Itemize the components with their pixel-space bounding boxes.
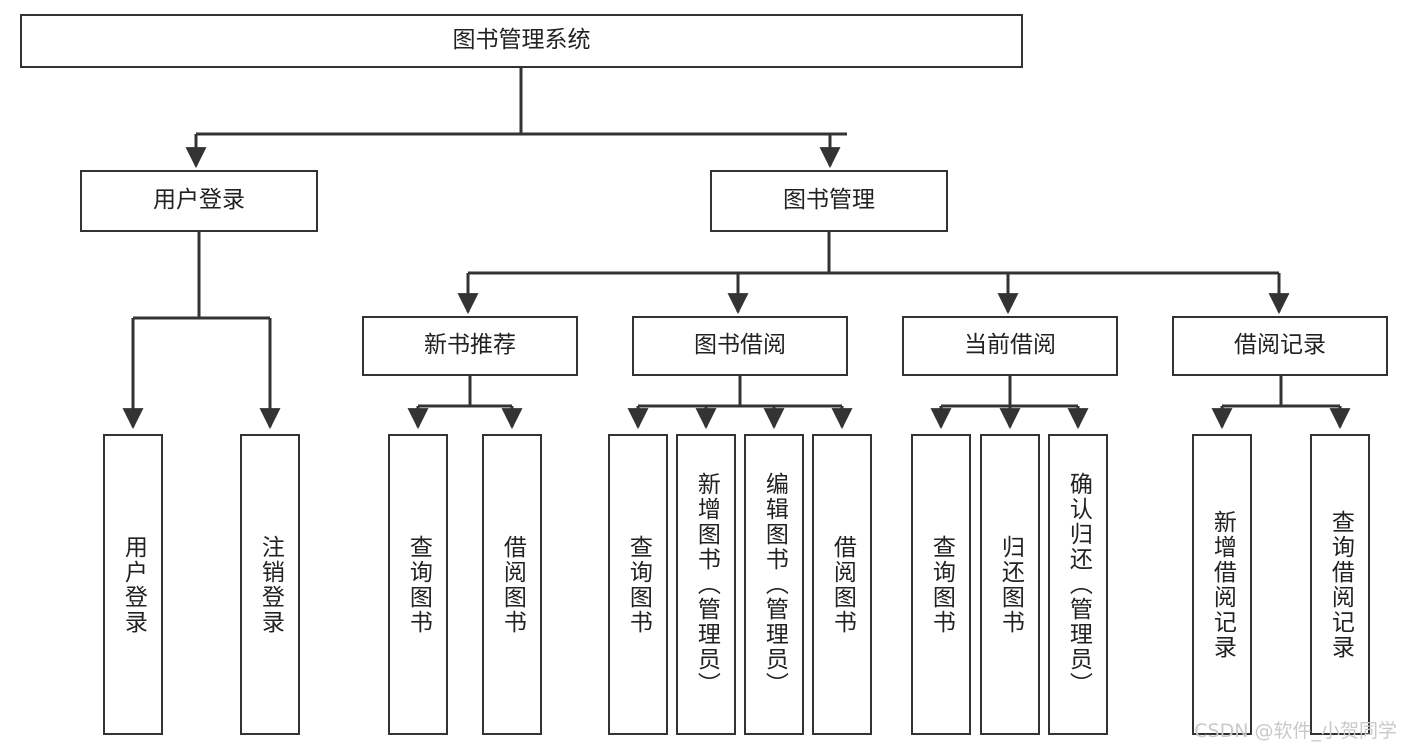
node-label: 图书管理系统 — [452, 27, 591, 54]
leaf-return-book[interactable]: 归还图书 — [980, 434, 1040, 735]
node-label: 查询图书 — [625, 534, 652, 635]
node-label: 注销登录 — [257, 534, 284, 635]
node-book-borrow[interactable]: 图书借阅 — [632, 316, 848, 376]
leaf-add-book-admin[interactable]: 新增图书（管理员） — [676, 434, 736, 735]
node-label: 查询图书 — [928, 534, 955, 635]
node-root-book-management-system[interactable]: 图书管理系统 — [20, 14, 1023, 68]
leaf-logout[interactable]: 注销登录 — [240, 434, 300, 735]
node-label: 编辑图书（管理员） — [761, 472, 788, 697]
leaf-confirm-return-admin[interactable]: 确认归还（管理员） — [1048, 434, 1108, 735]
node-label: 查询图书 — [405, 534, 432, 635]
node-book-management[interactable]: 图书管理 — [710, 170, 948, 232]
node-label: 归还图书 — [997, 534, 1024, 635]
node-label: 用户登录 — [120, 534, 147, 635]
node-label: 借阅图书 — [499, 534, 526, 635]
node-label: 借阅图书 — [829, 534, 856, 635]
node-label: 图书管理 — [783, 187, 875, 214]
node-label: 确认归还（管理员） — [1065, 472, 1092, 697]
leaf-borrow-book[interactable]: 借阅图书 — [812, 434, 872, 735]
node-label: 新增借阅记录 — [1209, 509, 1236, 660]
node-borrow-record[interactable]: 借阅记录 — [1172, 316, 1388, 376]
leaf-query-book-newbook[interactable]: 查询图书 — [388, 434, 448, 735]
leaf-query-borrow-record[interactable]: 查询借阅记录 — [1310, 434, 1370, 735]
node-label: 图书借阅 — [694, 332, 786, 359]
node-label: 查询借阅记录 — [1327, 509, 1354, 660]
node-label: 借阅记录 — [1234, 332, 1326, 359]
leaf-edit-book-admin[interactable]: 编辑图书（管理员） — [744, 434, 804, 735]
node-label: 新书推荐 — [424, 332, 516, 359]
leaf-add-borrow-record[interactable]: 新增借阅记录 — [1192, 434, 1252, 735]
node-new-book-recommend[interactable]: 新书推荐 — [362, 316, 578, 376]
leaf-query-book-borrow[interactable]: 查询图书 — [608, 434, 668, 735]
node-label: 当前借阅 — [964, 332, 1056, 359]
leaf-borrow-book-newbook[interactable]: 借阅图书 — [482, 434, 542, 735]
node-current-borrow[interactable]: 当前借阅 — [902, 316, 1118, 376]
node-user-login[interactable]: 用户登录 — [80, 170, 318, 232]
leaf-query-book-current[interactable]: 查询图书 — [911, 434, 971, 735]
node-label: 新增图书（管理员） — [693, 472, 720, 697]
leaf-user-login[interactable]: 用户登录 — [103, 434, 163, 735]
node-label: 用户登录 — [153, 187, 245, 214]
